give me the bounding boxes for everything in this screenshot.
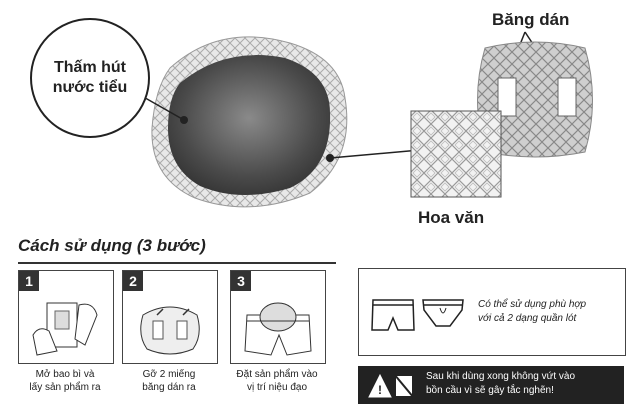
step-1-panel: 1 (18, 270, 114, 364)
boxer-icon (371, 299, 415, 331)
briefs-icon (422, 299, 464, 327)
usage-divider (18, 262, 336, 264)
step-3-caption: Đặt sản phẩm vào vị trí niệu đạo (222, 368, 332, 394)
step-2-caption-line2: băng dán ra (142, 382, 196, 393)
step-3-caption-line2: vị trí niệu đạo (246, 382, 308, 393)
diamond-pattern-illustration (410, 110, 502, 198)
callout-line2: nước tiểu (52, 79, 128, 96)
svg-text:!: ! (378, 383, 382, 397)
no-toilet-icon: ! (368, 373, 415, 399)
step-3-caption-line1: Đặt sản phẩm vào (236, 369, 318, 380)
absorbent-pad-illustration (151, 36, 348, 208)
usage-title: Cách sử dụng (3 bước) (18, 236, 206, 255)
callout-line1: Thấm hút (54, 59, 126, 76)
warning-line1: Sau khi dùng xong không vứt vào (426, 371, 576, 382)
compatibility-line1: Có thể sử dụng phù hợp (478, 299, 587, 310)
step-1-caption-line2: lấy sản phẩm ra (29, 382, 101, 393)
step-1-caption-line1: Mở bao bì và (35, 369, 95, 380)
absorption-callout: Thấm hút nước tiểu (30, 18, 150, 138)
adhesive-label: Băng dán (492, 10, 570, 29)
pattern-label: Hoa văn (418, 208, 485, 227)
underwear-compatibility-box (358, 268, 626, 356)
step-2-caption-line1: Gỡ 2 miếng (142, 369, 196, 380)
step-2-panel: 2 (122, 270, 218, 364)
compatibility-text: Có thể sử dụng phù hợp với cả 2 dạng quầ… (478, 298, 618, 326)
compatibility-line2: với cả 2 dạng quần lót (478, 313, 577, 324)
step-3-panel: 3 (230, 270, 326, 364)
warning-text: Sau khi dùng xong không vứt vào bồn cầu … (426, 370, 622, 398)
remove-adhesive-icon (140, 306, 200, 355)
step-3-number: 3 (231, 271, 251, 291)
place-in-underwear-icon (244, 302, 312, 356)
step-1-caption: Mở bao bì và lấy sản phẩm ra (10, 368, 120, 394)
warning-line2: bồn cầu vì sẽ gây tắc nghẽn! (426, 385, 554, 396)
step-2-number: 2 (123, 271, 143, 291)
open-package-icon (32, 302, 98, 356)
step-1-number: 1 (19, 271, 39, 291)
step-2-caption: Gỡ 2 miếng băng dán ra (114, 368, 224, 394)
